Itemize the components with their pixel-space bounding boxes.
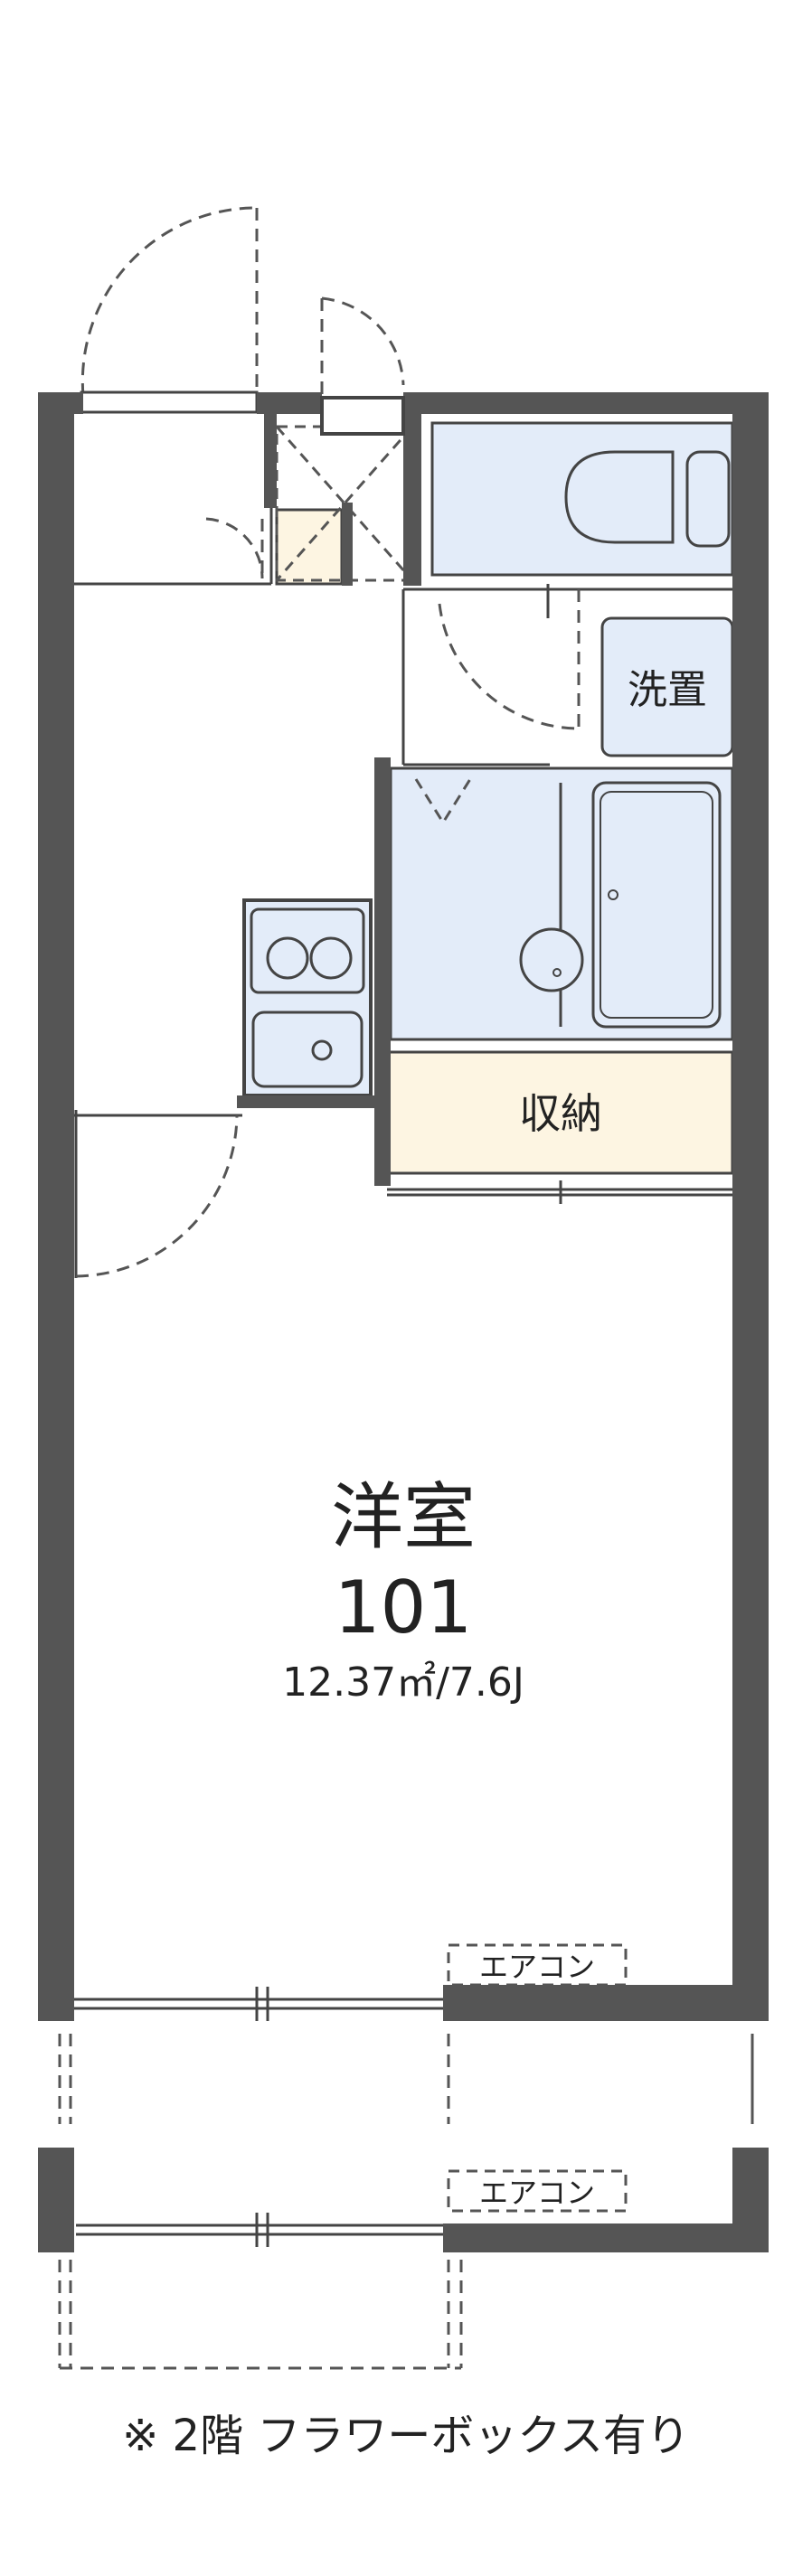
entrance-cabinet bbox=[275, 425, 414, 582]
shoe-box bbox=[275, 508, 344, 586]
room-area: 12.37㎡/7.6J bbox=[282, 1659, 524, 1706]
aircon-label-1: エアコン bbox=[479, 1950, 595, 1984]
window-rails bbox=[71, 390, 445, 2247]
entrance-door-frame bbox=[320, 396, 405, 436]
wash-basin bbox=[519, 783, 584, 1027]
aircon-label-2: エアコン bbox=[479, 2176, 595, 2210]
walls bbox=[38, 392, 769, 2252]
aircon-box-2 bbox=[447, 2169, 628, 2213]
toilet-fixture bbox=[564, 450, 731, 548]
laundry-label: 洗置 bbox=[628, 667, 707, 713]
flower-box-note: ※ 2階 フラワーボックス有り bbox=[122, 2411, 690, 2461]
aircon-box-1 bbox=[447, 1943, 628, 1987]
kitchen-sink bbox=[242, 898, 373, 1097]
bathtub bbox=[591, 781, 722, 1029]
storage-closet bbox=[385, 1050, 734, 1175]
room-label: 洋室 bbox=[331, 1475, 476, 1559]
unit-number: 101 bbox=[335, 1565, 473, 1650]
balcony-edges bbox=[58, 2034, 754, 2370]
storage-label: 収納 bbox=[519, 1089, 602, 1138]
